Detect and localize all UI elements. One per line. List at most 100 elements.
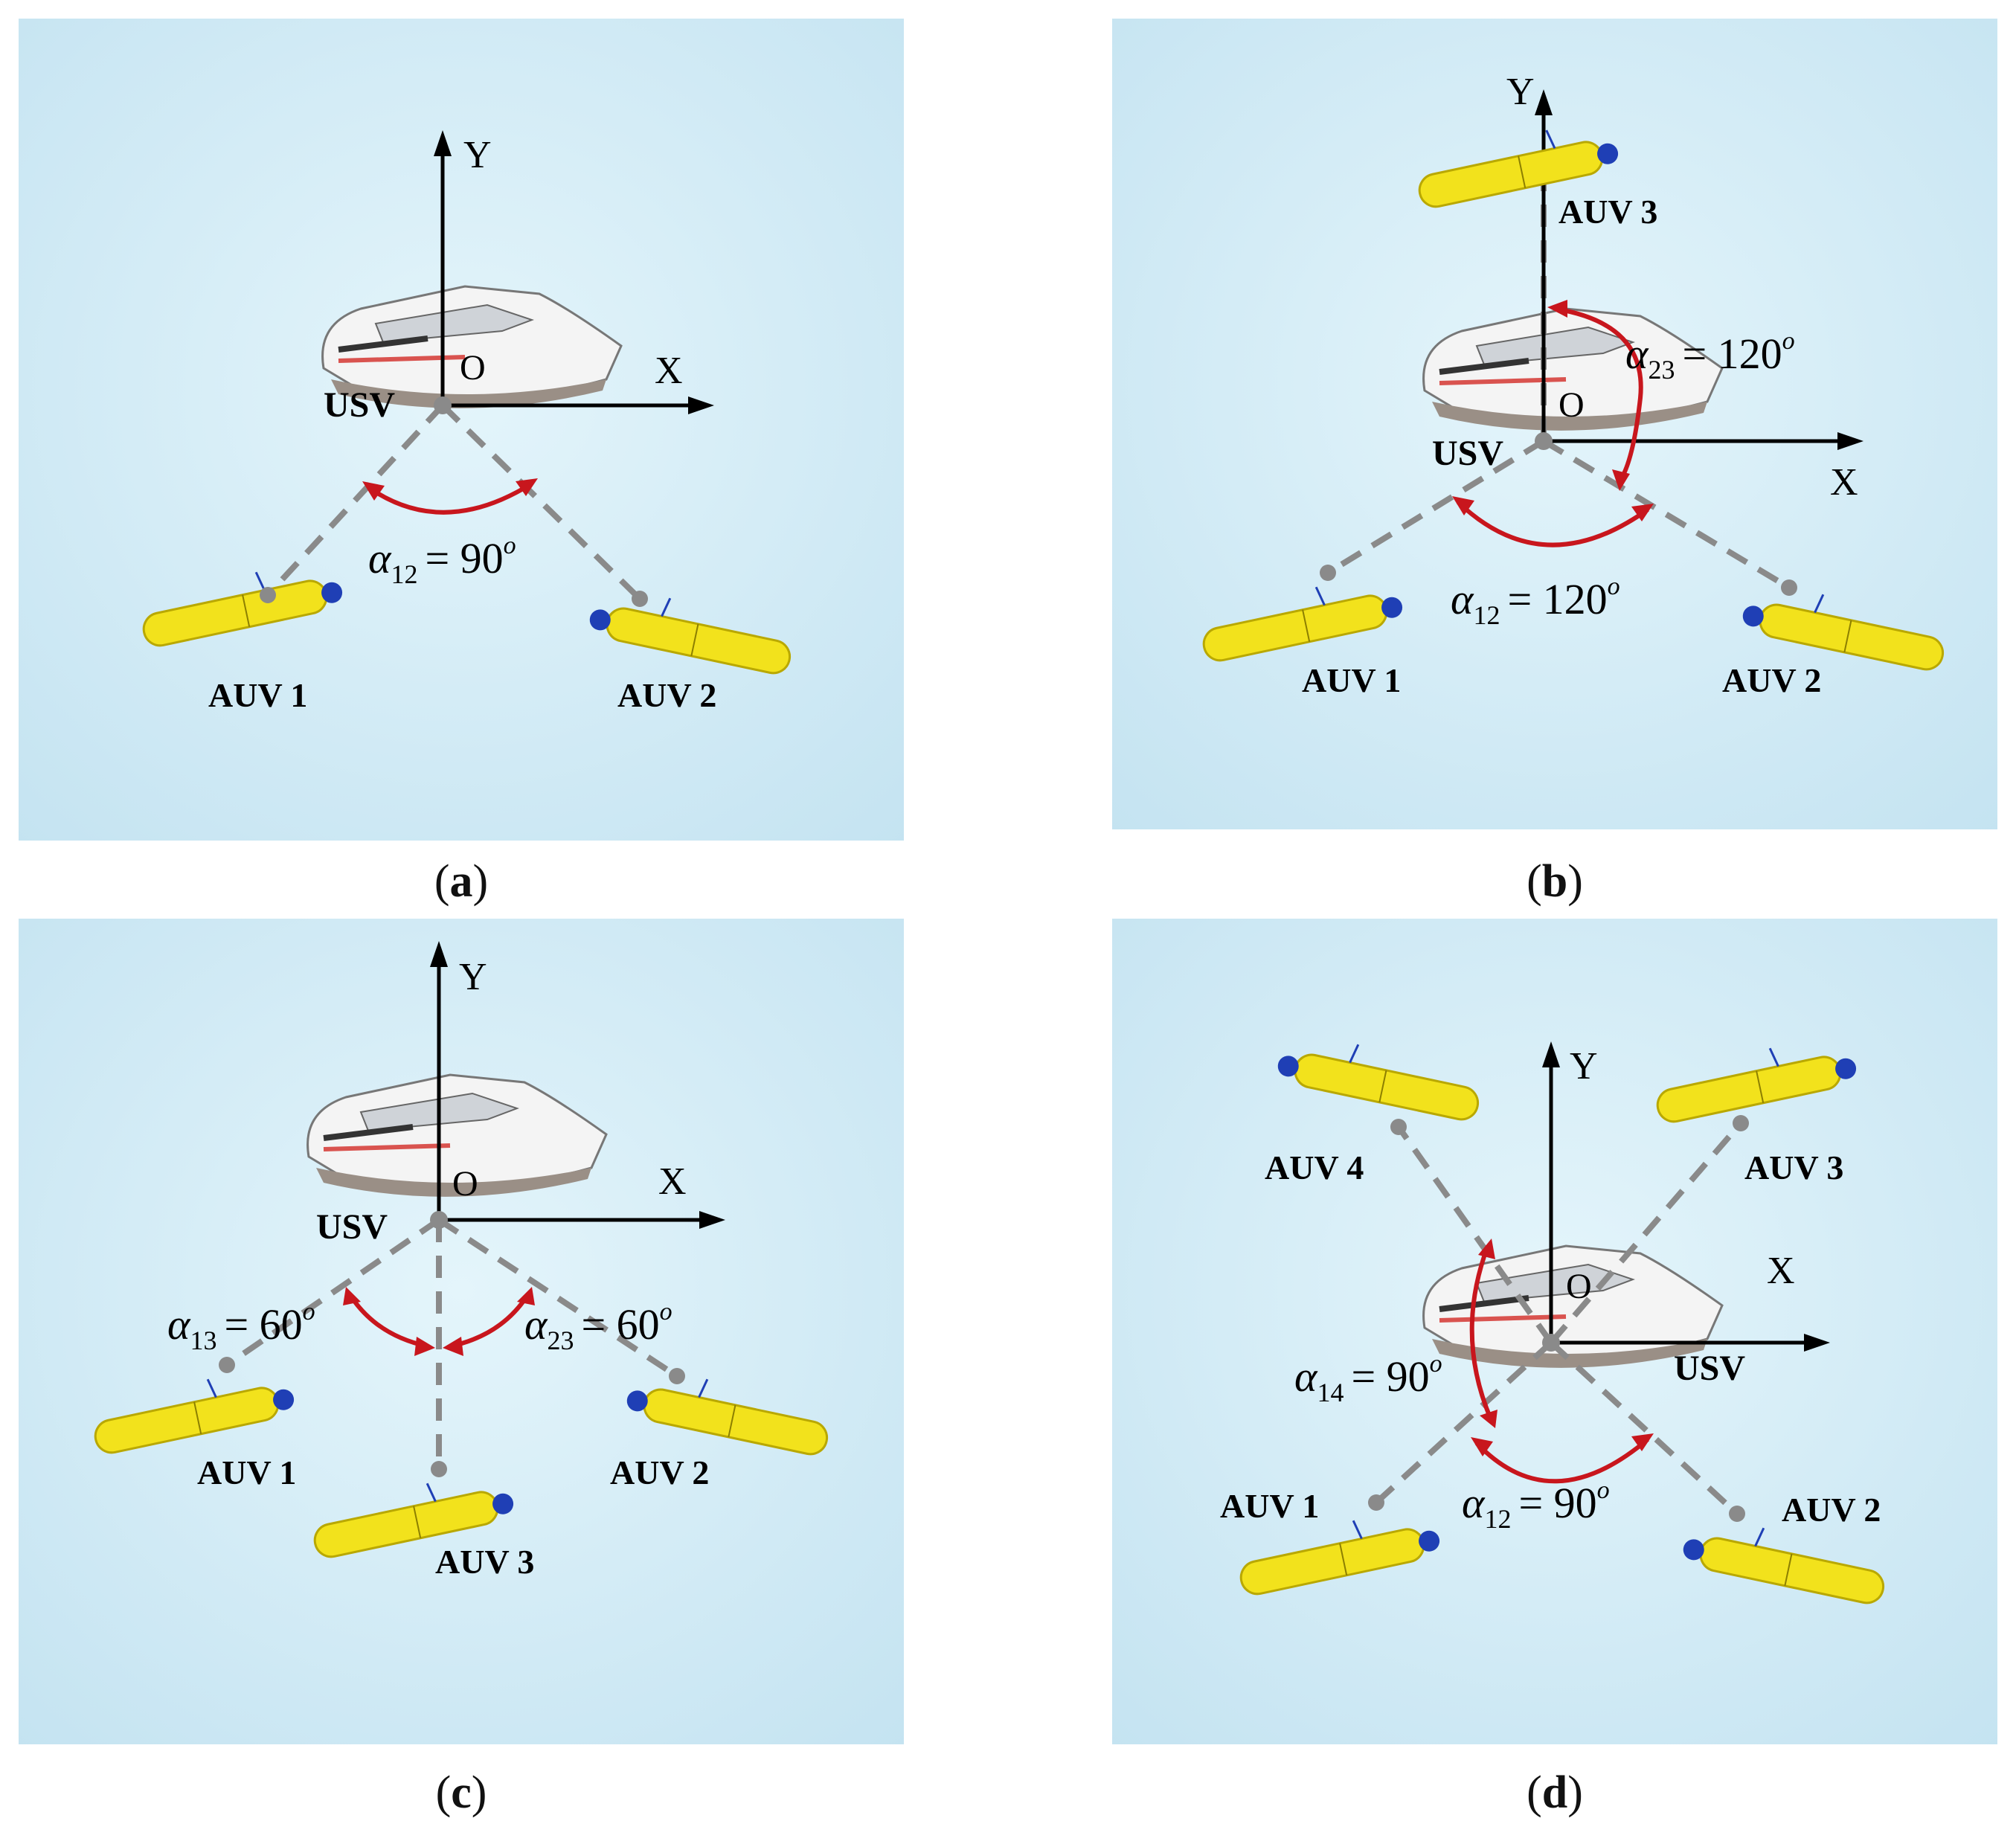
caption-b: (b) <box>1527 856 1583 907</box>
auv-1-label: AUV 1 <box>208 676 307 714</box>
link-auv2 <box>1541 438 1791 591</box>
link-auv1 <box>1326 438 1546 576</box>
origin-label: O <box>452 1164 478 1204</box>
angle-arc-12 <box>1456 500 1649 547</box>
usv-boat-icon <box>1422 1244 1724 1368</box>
arc-arrow-icon <box>1480 1410 1497 1428</box>
arc-arrow-icon <box>1631 1433 1654 1451</box>
auv-1-node <box>219 1357 235 1373</box>
x-axis-arrow-icon <box>1804 1334 1830 1352</box>
auv-2-label: AUV 2 <box>1722 661 1821 699</box>
angle-label-13: α13= 60o <box>167 1298 315 1355</box>
angle-arc-23 <box>1554 306 1643 485</box>
link-auv1 <box>225 1217 441 1368</box>
angle-label-23: α23= 120o <box>1625 327 1795 385</box>
arc-arrow-icon <box>517 1287 535 1305</box>
caption-c: (c) <box>435 1767 487 1818</box>
angle-label-12: α12= 90o <box>1462 1477 1610 1534</box>
arc-arrow-icon <box>1631 504 1654 521</box>
arc-arrow-icon <box>1471 1437 1493 1456</box>
usv-node <box>434 396 452 414</box>
y-axis-label: Y <box>463 134 492 176</box>
panel-d-scene: Y X O USV α14= 90o α12= 90o AUV 1 AUV 2 … <box>1112 919 1997 1744</box>
arc-arrow-icon <box>1547 300 1567 318</box>
auv-2-label: AUV 2 <box>1782 1491 1881 1529</box>
angle-arc-12 <box>367 481 533 515</box>
arc-arrow-icon <box>443 1337 463 1356</box>
x-axis-arrow-icon <box>1837 432 1863 450</box>
auv-4-node <box>1390 1119 1407 1135</box>
auv-3-label: AUV 3 <box>1744 1149 1843 1186</box>
panel-c: Y X O USV α13= 60o α23= 60o AUV 1 AUV 2 … <box>19 919 904 1744</box>
usv-node <box>430 1211 448 1229</box>
y-axis-arrow-icon <box>1542 1041 1560 1067</box>
y-axis-arrow-icon <box>1535 89 1553 115</box>
auv-1-node <box>1368 1494 1384 1511</box>
auv-2-node <box>1781 579 1797 596</box>
x-axis-label: X <box>658 1160 687 1203</box>
y-axis-arrow-icon <box>434 130 452 156</box>
usv-label: USV <box>324 385 395 425</box>
origin-label: O <box>1566 1267 1592 1306</box>
auv-1-label: AUV 1 <box>1302 661 1401 699</box>
auv-1-label: AUV 1 <box>197 1453 296 1491</box>
auv-3-icon <box>1656 1047 1857 1123</box>
auv-4-label: AUV 4 <box>1265 1149 1364 1186</box>
arc-arrow-icon <box>1478 1239 1495 1259</box>
angle-label-12: α12= 120o <box>1451 573 1620 630</box>
auv-2-node <box>669 1368 685 1384</box>
usv-label: USV <box>316 1207 388 1247</box>
auv-2-icon <box>626 1378 829 1456</box>
auv-1-node <box>1320 565 1336 581</box>
auv-1-node <box>260 587 276 603</box>
auv-2-node <box>632 591 648 607</box>
caption-a: (a) <box>434 856 489 907</box>
panel-b-scene: Y X O USV α23= 120o α12= 120o AUV 1 AUV … <box>1112 19 1997 829</box>
angle-label-12: α12= 90o <box>368 532 516 589</box>
link-auv2 <box>440 403 642 601</box>
x-axis-arrow-icon <box>699 1211 725 1229</box>
arc-arrow-icon <box>516 478 538 496</box>
auv-4-icon <box>1277 1044 1480 1121</box>
angle-label-14: α14= 90o <box>1294 1350 1442 1407</box>
auv-1-icon <box>1202 586 1403 662</box>
arc-arrow-icon <box>343 1287 361 1305</box>
y-axis-label: Y <box>459 956 487 998</box>
arc-arrow-icon <box>1452 496 1474 515</box>
auv-3-node <box>431 1461 447 1477</box>
sea-background <box>19 919 904 1744</box>
auv-3-node <box>1733 1115 1749 1131</box>
panel-c-scene: Y X O USV α13= 60o α23= 60o AUV 1 AUV 2 … <box>19 919 904 1744</box>
sea-background <box>19 19 904 841</box>
arc-arrow-icon <box>362 481 385 501</box>
auv-1-icon <box>1239 1520 1440 1596</box>
auv-1-icon <box>94 1378 295 1454</box>
auv-2-icon <box>589 597 792 675</box>
auv-3-label: AUV 3 <box>435 1543 534 1581</box>
panel-d: Y X O USV α14= 90o α12= 90o AUV 1 AUV 2 … <box>1112 919 1997 1744</box>
x-axis-arrow-icon <box>688 396 714 414</box>
auv-3-label: AUV 3 <box>1558 193 1657 231</box>
origin-label: O <box>1558 385 1585 425</box>
x-axis-label: X <box>1830 461 1858 504</box>
angle-label-23: α23= 60o <box>524 1298 672 1355</box>
auv-1-label: AUV 1 <box>1220 1487 1319 1525</box>
caption-d: (d) <box>1527 1767 1583 1818</box>
x-axis-label: X <box>655 350 683 392</box>
link-auv4 <box>1396 1125 1554 1345</box>
angle-arc-14 <box>1469 1244 1494 1422</box>
link-auv2 <box>437 1217 679 1379</box>
x-axis-label: X <box>1767 1250 1795 1292</box>
angle-arc-12 <box>1474 1437 1649 1484</box>
arc-arrow-icon <box>414 1337 435 1356</box>
y-axis-arrow-icon <box>430 941 448 967</box>
auv-2-node <box>1729 1506 1745 1522</box>
panel-a: Y X O USV α12= 90o AUV 1 AUV 2 <box>19 19 904 841</box>
usv-label: USV <box>1674 1349 1745 1388</box>
link-auv2 <box>1549 1340 1739 1516</box>
auv-3-icon <box>1418 129 1619 208</box>
auv-2-label: AUV 2 <box>617 676 716 714</box>
auv-2-label: AUV 2 <box>610 1453 709 1491</box>
y-axis-label: Y <box>1570 1045 1598 1088</box>
auv-2-icon <box>1683 1527 1885 1604</box>
